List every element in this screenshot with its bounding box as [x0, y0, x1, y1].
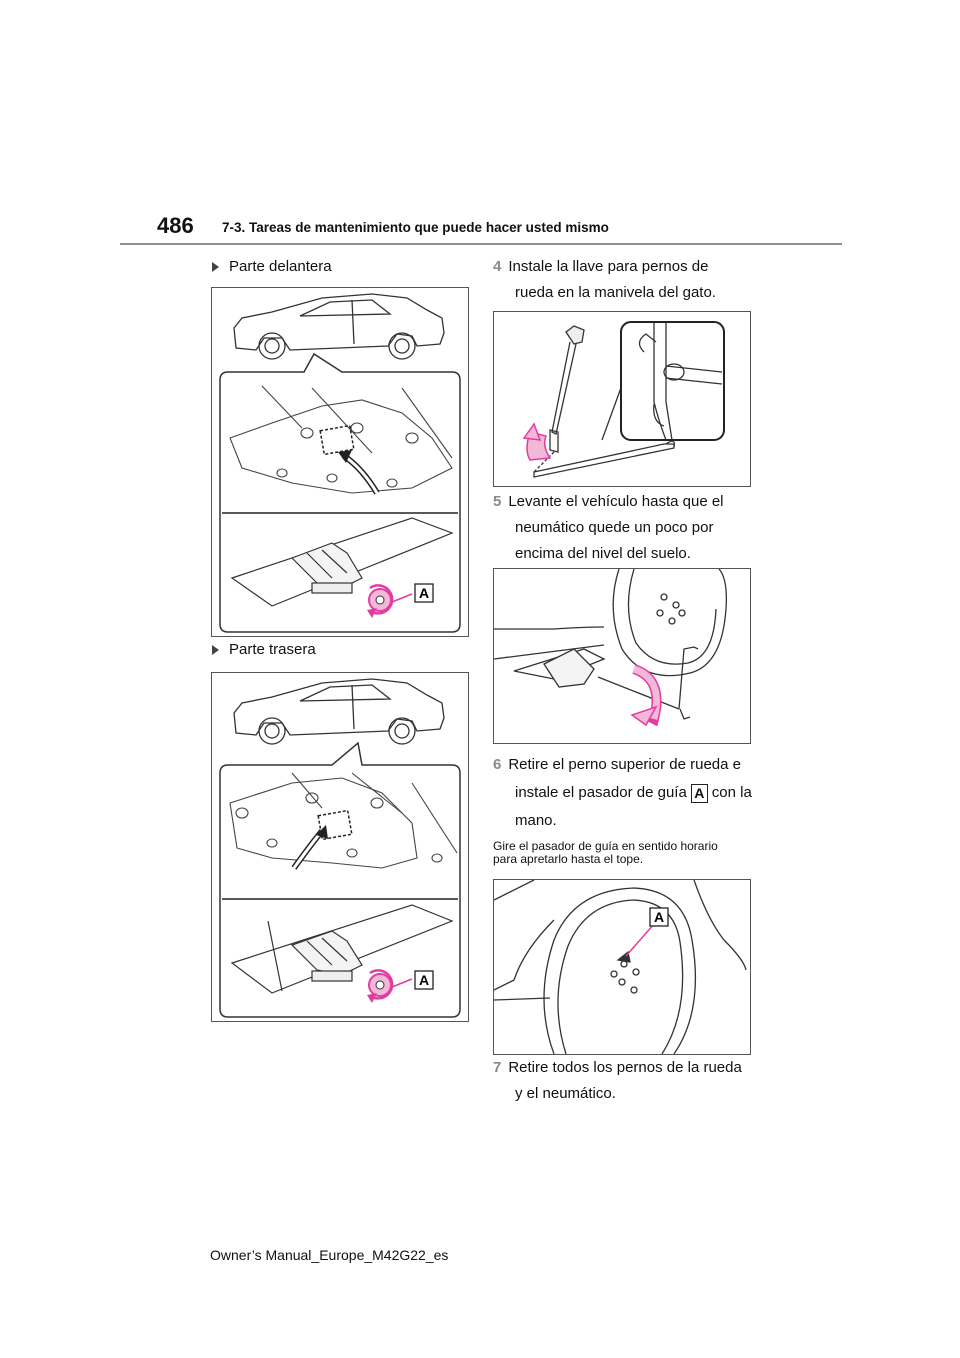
step-6-line1: Retire el perno superior de rueda e	[508, 756, 741, 773]
step-6: 6 Retire el perno superior de rueda e ins…	[493, 752, 755, 836]
step-5-line2: neumático quede un poco por	[515, 519, 714, 536]
wrench-handle-illustration	[522, 321, 725, 478]
step-6-note: Gire el pasador de guía en sentido horar…	[493, 840, 761, 866]
rear-jack-point-illustration: A	[219, 678, 461, 1018]
step-5-line3: encima del nivel del suelo.	[515, 545, 691, 562]
step-7-line1: Retire todos los pernos de la rueda	[508, 1059, 742, 1076]
footer-manual-id: Owner’s Manual_Europe_M42G22_es	[210, 1247, 449, 1263]
step-4-line2: rueda en la manivela del gato.	[515, 284, 716, 301]
step-4: 4 Instale la llave para pernos de rueda e…	[493, 254, 755, 306]
step-5: 5 Levante el vehículo hasta que el neumát…	[493, 489, 755, 567]
front-label-text: Parte delantera	[229, 258, 332, 275]
bullet-arrow-icon	[212, 261, 219, 272]
step-6-line3: mano.	[515, 812, 557, 829]
callout-a-guide-pin: A	[654, 909, 664, 925]
step-4-number: 4	[493, 258, 502, 275]
step-4-line1: Instale la llave para pernos de	[508, 258, 709, 275]
step-7: 7 Retire todos los pernos de la rueda y e…	[493, 1055, 755, 1107]
callout-a-inline: A	[690, 783, 708, 803]
jack-lift-illustration	[494, 569, 727, 727]
front-jack-point-illustration: A	[219, 293, 461, 633]
step-6-line2-post: con la	[711, 784, 752, 801]
step-7-number: 7	[493, 1059, 502, 1076]
step-5-number: 5	[493, 493, 502, 510]
callout-a-rear: A	[419, 972, 429, 988]
step-6-number: 6	[493, 756, 502, 773]
page-number: 486	[157, 213, 194, 238]
rear-label: Parte trasera	[212, 641, 316, 658]
step-6-note-line1: Gire el pasador de guía en sentido horar…	[493, 839, 718, 853]
figure-guide-pin: A	[493, 879, 751, 1055]
figure-rear-jack-point: A	[211, 672, 469, 1022]
figure-wrench-handle	[493, 311, 751, 487]
step-7-line2: y el neumático.	[515, 1085, 616, 1102]
guide-pin-illustration: A	[494, 880, 747, 1054]
figure-front-jack-point: A	[211, 287, 469, 637]
rear-label-text: Parte trasera	[229, 641, 316, 658]
step-5-line1: Levante el vehículo hasta que el	[508, 493, 724, 510]
bullet-arrow-icon	[212, 644, 219, 655]
figure-jack-lift	[493, 568, 751, 744]
section-title: 7-3. Tareas de mantenimiento que puede h…	[222, 220, 609, 235]
step-6-line2-pre: instale el pasador de guía	[515, 784, 687, 801]
step-6-note-line2: para apretarlo hasta el tope.	[493, 852, 644, 866]
header-divider	[120, 243, 842, 245]
callout-a-front: A	[419, 585, 429, 601]
front-label: Parte delantera	[212, 258, 332, 275]
